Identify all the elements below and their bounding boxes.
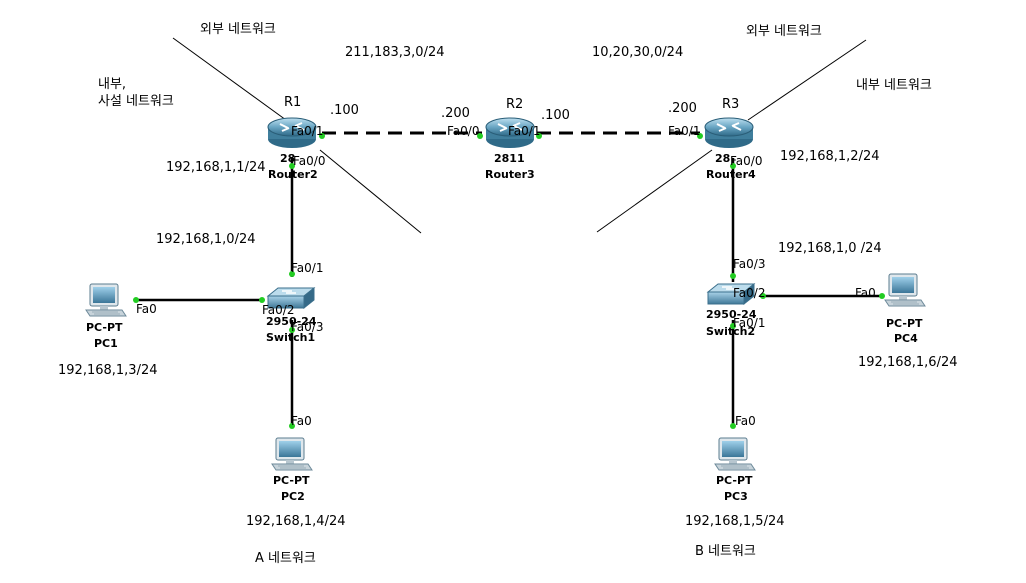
boundary-line-left <box>172 37 287 121</box>
port-r3-fa01: Fa0/1 <box>668 124 700 138</box>
router-r1-model: 28 <box>280 152 295 165</box>
pc3-type: PC-PT <box>716 474 753 487</box>
boundary-line-right <box>747 39 867 121</box>
pc3-ip: 192,168,1,5/24 <box>685 514 785 529</box>
port-dot <box>319 133 325 139</box>
label-r1-wan-host: .100 <box>330 103 359 118</box>
router-r1-name: Router2 <box>268 168 318 181</box>
port-sw1-fa01: Fa0/1 <box>291 261 323 275</box>
label-r2-left-host: .200 <box>441 106 470 121</box>
pc1-ip: 192,168,1,3/24 <box>58 363 158 378</box>
port-dot <box>536 133 542 139</box>
label-net-r2-r3: 10,20,30,0/24 <box>592 45 683 60</box>
label-network-a: A 네트워크 <box>255 551 316 566</box>
port-r3-fa00: Fa0/0 <box>730 154 762 168</box>
label-internal-left-line1: 내부, <box>98 77 126 92</box>
label-net-a: 192,168,1,0/24 <box>156 232 256 247</box>
port-pc1-fa0: Fa0 <box>136 302 157 316</box>
label-r3-wan-host: .200 <box>668 101 697 116</box>
port-pc2-fa0: Fa0 <box>291 414 312 428</box>
port-dot <box>697 133 703 139</box>
pc3-icon[interactable] <box>714 437 756 471</box>
switch2-model: 2950-24 <box>706 308 757 321</box>
pc1-name: PC1 <box>94 337 118 350</box>
router-r3-tag: R3 <box>722 97 739 112</box>
pc2-name: PC2 <box>281 490 305 503</box>
port-pc3-fa0: Fa0 <box>735 414 756 428</box>
pc2-type: PC-PT <box>273 474 310 487</box>
port-dot <box>133 297 139 303</box>
port-sw2-fa02: Fa0/2 <box>733 286 765 300</box>
router-r3-name: Router4 <box>706 168 756 181</box>
label-internal-right: 내부 네트워크 <box>856 78 932 93</box>
port-sw2-fa03: Fa0/3 <box>733 257 765 271</box>
port-r1-fa01: Fa0/1 <box>291 124 323 138</box>
port-dot <box>259 297 265 303</box>
port-dot <box>477 133 483 139</box>
label-net-b: 192,168,1,0 /24 <box>778 241 882 256</box>
port-r2-fa01: Fa0/1 <box>508 124 540 138</box>
port-dot <box>730 163 736 169</box>
switch1-model: 2950-24 <box>266 315 317 328</box>
pc2-icon[interactable] <box>271 437 313 471</box>
port-sw1-fa03: Fa0/3 <box>291 320 323 334</box>
label-net-r1-r2: 211,183,3,0/24 <box>345 45 445 60</box>
label-r2-right-host: .100 <box>541 108 570 123</box>
router-r1-tag: R1 <box>284 95 301 110</box>
port-dot <box>879 293 885 299</box>
port-sw2-fa01: Fa0/1 <box>733 316 765 330</box>
port-dot <box>289 327 295 333</box>
router-r2-tag: R2 <box>506 97 523 112</box>
switch1-name: Switch1 <box>266 331 315 344</box>
port-dot <box>730 423 736 429</box>
pc4-type: PC-PT <box>886 317 923 330</box>
port-pc4-fa0: Fa0 <box>855 286 876 300</box>
port-r2-fa00: Fa0/0 <box>447 124 479 138</box>
label-internal-left-line2: 사설 네트워크 <box>98 94 174 109</box>
port-r1-fa00: Fa0/0 <box>293 154 325 168</box>
label-network-b: B 네트워크 <box>695 544 756 559</box>
router-r3-model: 28 <box>715 152 730 165</box>
port-sw1-fa02: Fa0/2 <box>262 303 294 317</box>
port-dot <box>730 273 736 279</box>
router-r2-name: Router3 <box>485 168 535 181</box>
pc4-icon[interactable] <box>884 273 926 307</box>
boundary-line-left-lower <box>319 149 422 234</box>
pc1-icon[interactable] <box>85 283 127 317</box>
port-dot <box>289 271 295 277</box>
port-dot <box>289 163 295 169</box>
port-status-dots <box>133 133 885 429</box>
router-r2-model: 2811 <box>494 152 525 165</box>
label-external-left: 외부 네트워크 <box>200 22 276 37</box>
pc4-name: PC4 <box>894 332 918 345</box>
pc2-ip: 192,168,1,4/24 <box>246 514 346 529</box>
switch2-name: Switch2 <box>706 325 755 338</box>
label-r3-lan-ip: 192,168,1,2/24 <box>780 149 880 164</box>
port-dot <box>730 323 736 329</box>
pc1-type: PC-PT <box>86 321 123 334</box>
port-dot <box>289 423 295 429</box>
pc4-ip: 192,168,1,6/24 <box>858 355 958 370</box>
port-dot <box>760 293 766 299</box>
router-r3-icon[interactable] <box>704 117 754 149</box>
boundary-line-right-lower <box>596 149 713 233</box>
label-external-right: 외부 네트워크 <box>746 24 822 39</box>
label-r1-lan-ip: 192,168,1,1/24 <box>166 160 266 175</box>
pc3-name: PC3 <box>724 490 748 503</box>
